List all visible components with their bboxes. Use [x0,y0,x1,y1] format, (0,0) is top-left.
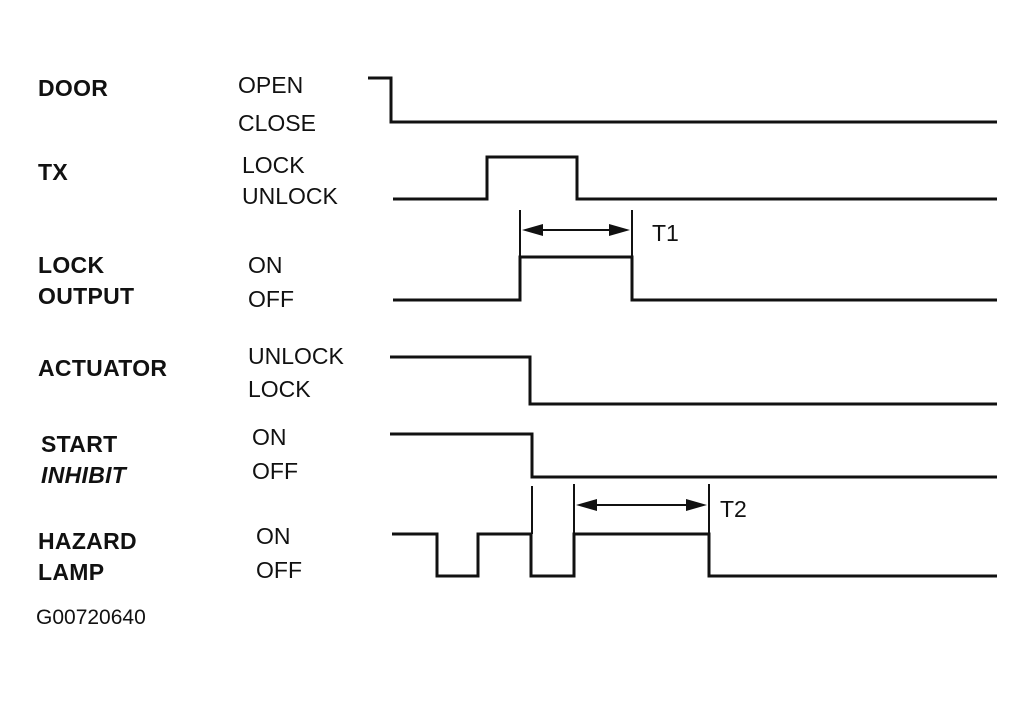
start-inhibit-level-low: OFF [252,458,298,484]
signal-name-actuator: ACTUATOR [38,355,168,381]
actuator-waveform [390,355,997,406]
signal-name-start-inhibit-line2: INHIBIT [41,462,127,488]
figure-id: G00720640 [36,606,146,629]
door-level-high: OPEN [238,72,304,98]
t2-label: T2 [720,496,747,522]
signal-name-lock-output-line1: LOCK [38,252,105,278]
tx-level-high: LOCK [242,152,305,178]
signal-name-lock-output-line2: OUTPUT [38,283,135,309]
signal-name-tx: TX [38,159,68,185]
actuator-level-high: UNLOCK [248,343,344,369]
hazard-lamp-level-high: ON [256,523,291,549]
door-waveform [368,76,997,124]
tx-waveform [393,155,997,201]
t1-label: T1 [652,220,679,246]
signal-name-hazard-lamp-line1: HAZARD [38,528,137,554]
signal-name-hazard-lamp-line2: LAMP [38,559,105,585]
signal-name-start-inhibit-line1: START [41,431,118,457]
hazard-lamp-level-low: OFF [256,557,302,583]
lock-output-waveform [393,255,997,302]
lock-output-level-high: ON [248,252,283,278]
lock-output-level-low: OFF [248,286,294,312]
t1-dimension-arrow [522,224,630,236]
hazard-lamp-waveform [392,532,997,578]
signal-name-door: DOOR [38,75,109,101]
actuator-level-low: LOCK [248,376,311,402]
door-level-low: CLOSE [238,110,316,136]
start-inhibit-waveform [390,432,997,479]
start-inhibit-level-high: ON [252,424,287,450]
tx-level-low: UNLOCK [242,183,338,209]
t2-dimension-arrow [576,499,707,511]
